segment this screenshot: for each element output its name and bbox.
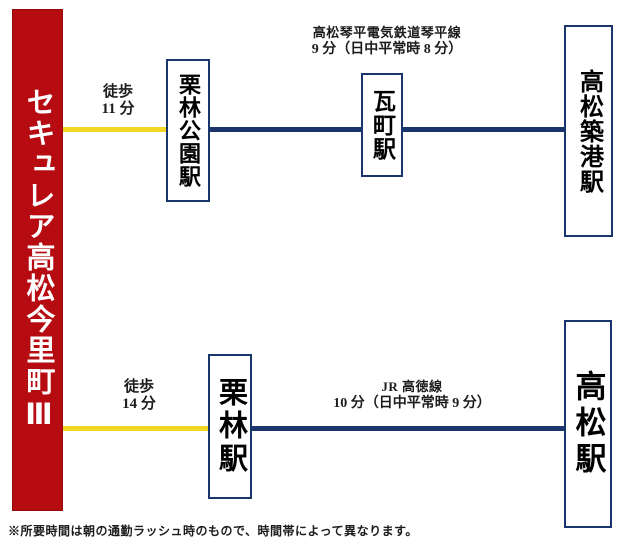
station-name-kawaramachi: 瓦町駅	[369, 89, 395, 161]
walk-label-text: 徒歩	[123, 379, 154, 395]
walk-duration-text: 11 分	[101, 101, 135, 117]
station-box-ritsurin: 栗林駅	[208, 354, 252, 499]
station-name-takamatsu: 高松駅	[570, 370, 606, 478]
property-banner: セキュレア高松今里町Ⅲ	[12, 9, 63, 511]
station-box-takamatsu-chikko: 高松築港駅	[564, 25, 613, 237]
walk-duration-label-route2: 徒歩 14 分	[99, 379, 179, 413]
walk-label-text: 徒歩	[102, 84, 133, 100]
rail-duration-text: 10 分（日中平常時 9 分）	[333, 396, 491, 411]
walk-duration-text: 14 分	[122, 396, 156, 412]
rail-line-label-route2: JR 高徳線 10 分（日中平常時 9 分）	[302, 378, 522, 413]
station-name-ritsurin-koen: 栗林公園駅	[176, 73, 201, 188]
property-name: セキュレア高松今里町Ⅲ	[22, 87, 54, 433]
station-name-ritsurin: 栗林駅	[214, 377, 247, 476]
footnote: ※所要時間は朝の通勤ラッシュ時のもので、時間帯によって異なります。	[8, 524, 418, 538]
rail-line-route2	[252, 426, 566, 431]
station-box-ritsurin-koen: 栗林公園駅	[166, 59, 210, 202]
rail-duration-text: 9 分（日中平常時 8 分）	[311, 42, 463, 57]
rail-line-name: 高松琴平電気鉄道琴平線	[312, 25, 462, 40]
rail-line-label-route1: 高松琴平電気鉄道琴平線 9 分（日中平常時 8 分）	[277, 24, 497, 59]
station-box-kawaramachi: 瓦町駅	[361, 73, 403, 177]
station-name-takamatsu-chikko: 高松築港駅	[575, 68, 602, 194]
walk-line-route2	[63, 426, 208, 431]
walk-duration-label-route1: 徒歩 11 分	[78, 84, 158, 118]
station-box-takamatsu: 高松駅	[564, 320, 612, 528]
rail-line-name: JR 高徳線	[381, 379, 443, 394]
walk-line-route1	[63, 127, 166, 132]
